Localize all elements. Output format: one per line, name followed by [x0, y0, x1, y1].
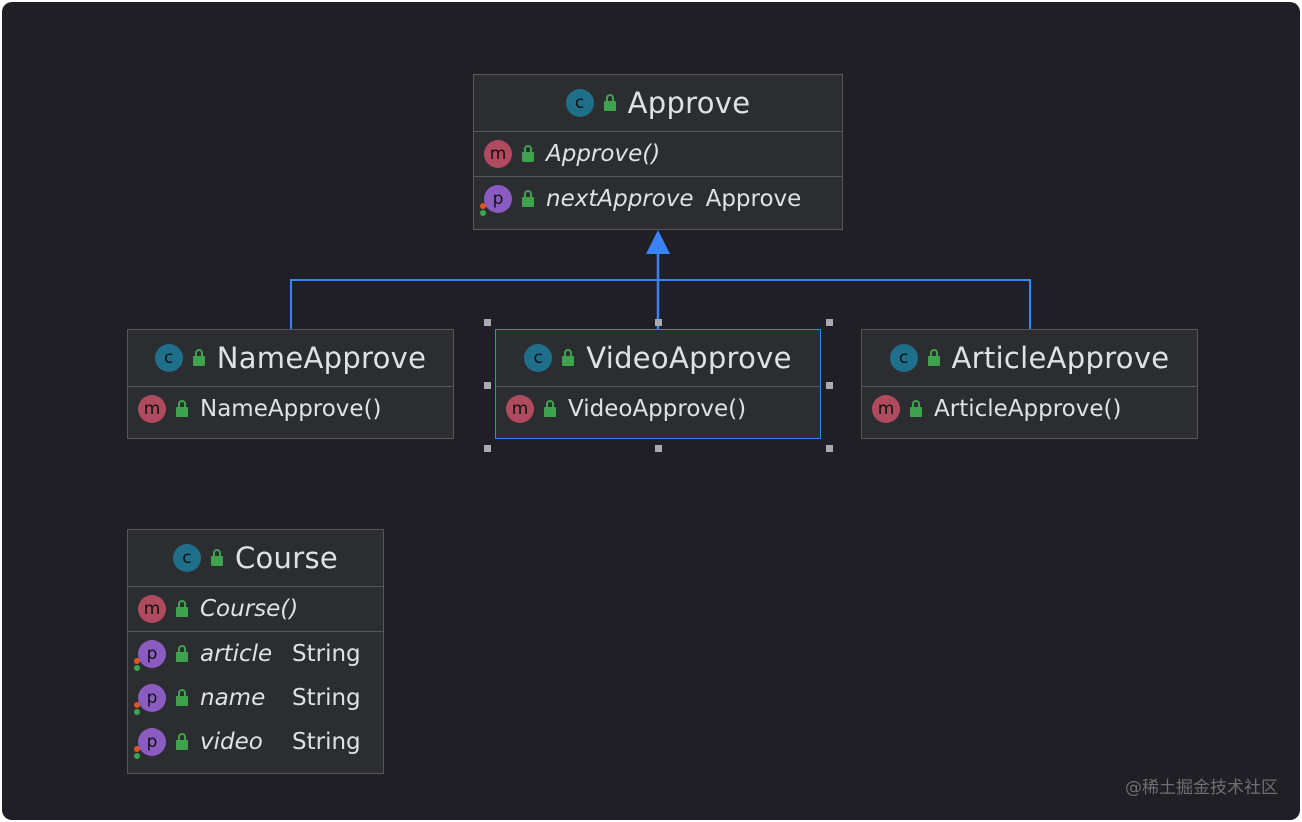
class-article-approve[interactable]: c ArticleApprove m ArticleApprove() [861, 329, 1198, 439]
field-row[interactable]: p article String [128, 632, 383, 676]
public-lock-icon [560, 349, 576, 367]
fields-section: p article String p name String p video S… [128, 632, 383, 764]
field-type: String [292, 729, 361, 755]
field-name: nextApprove [546, 186, 694, 212]
resize-handle-ne[interactable] [826, 319, 833, 326]
property-icon: p [134, 684, 166, 715]
method-icon: m [484, 140, 512, 168]
inheritance-arrowhead [646, 230, 670, 254]
field-type: String [292, 685, 361, 711]
methods-section: m Approve() [474, 132, 842, 177]
class-icon: c [565, 89, 594, 117]
class-name: NameApprove [216, 341, 427, 375]
fields-section: p nextApprove Approve [474, 177, 842, 221]
public-lock-icon [602, 94, 618, 112]
field-type: Approve [705, 186, 802, 212]
method-row[interactable]: m Approve() [474, 132, 842, 176]
public-lock-icon [908, 400, 924, 418]
method-name: ArticleApprove() [934, 396, 1122, 422]
public-lock-icon [520, 190, 536, 208]
method-icon: m [138, 395, 166, 423]
method-icon: m [506, 395, 534, 423]
watermark: @稀土掘金技术社区 [1125, 778, 1278, 798]
resize-handle-sw[interactable] [484, 445, 491, 452]
public-lock-icon [209, 549, 225, 567]
field-name: name [200, 685, 266, 711]
class-name: VideoApprove [586, 341, 792, 375]
resize-handle-s[interactable] [655, 445, 662, 452]
field-row[interactable]: p name String [128, 676, 383, 720]
class-course[interactable]: c Course m Course() p article String p n… [127, 529, 384, 774]
public-lock-icon [520, 145, 536, 163]
property-icon: p [480, 185, 512, 216]
public-lock-icon [174, 645, 190, 663]
inheritance-branch [290, 279, 1031, 329]
public-lock-icon [174, 400, 190, 418]
methods-section: m NameApprove() [128, 387, 453, 431]
field-type: String [292, 641, 361, 667]
resize-handle-n[interactable] [655, 319, 662, 326]
method-name: VideoApprove() [568, 396, 747, 422]
class-icon: c [889, 344, 918, 372]
class-header: c Course [128, 530, 383, 587]
class-name: Approve [627, 86, 751, 120]
public-lock-icon [542, 400, 558, 418]
property-icon: p [134, 728, 166, 759]
class-icon: c [524, 344, 553, 372]
public-lock-icon [926, 349, 942, 367]
public-lock-icon [174, 689, 190, 707]
class-header: c ArticleApprove [862, 330, 1197, 387]
resize-handle-se[interactable] [826, 445, 833, 452]
method-name: NameApprove() [200, 396, 382, 422]
resize-handle-nw[interactable] [484, 319, 491, 326]
class-name: ArticleApprove [951, 341, 1170, 375]
public-lock-icon [174, 600, 190, 618]
field-name: video [200, 729, 263, 755]
method-icon: m [138, 595, 166, 623]
class-header: c NameApprove [128, 330, 453, 387]
field-name: article [200, 641, 273, 667]
methods-section: m VideoApprove() [496, 387, 820, 431]
class-name-approve[interactable]: c NameApprove m NameApprove() [127, 329, 454, 439]
method-icon: m [872, 395, 900, 423]
class-header: c VideoApprove [496, 330, 820, 387]
class-approve[interactable]: c Approve m Approve() p nextApprove Appr… [473, 74, 843, 230]
property-icon: p [134, 640, 166, 671]
public-lock-icon [174, 733, 190, 751]
public-lock-icon [191, 349, 207, 367]
field-row[interactable]: p nextApprove Approve [474, 177, 842, 221]
method-row[interactable]: m Course() [128, 587, 383, 631]
class-video-approve[interactable]: c VideoApprove m VideoApprove() [495, 329, 821, 439]
method-row[interactable]: m NameApprove() [128, 387, 453, 431]
method-name: Approve() [546, 141, 661, 167]
resize-handle-w[interactable] [484, 382, 491, 389]
methods-section: m Course() [128, 587, 383, 632]
class-icon: c [154, 344, 183, 372]
field-row[interactable]: p video String [128, 720, 383, 764]
class-icon: c [172, 544, 201, 572]
class-name: Course [234, 541, 339, 575]
methods-section: m ArticleApprove() [862, 387, 1197, 431]
method-row[interactable]: m VideoApprove() [496, 387, 820, 431]
method-name: Course() [200, 596, 299, 622]
method-row[interactable]: m ArticleApprove() [862, 387, 1197, 431]
resize-handle-e[interactable] [826, 382, 833, 389]
class-header: c Approve [474, 75, 842, 132]
